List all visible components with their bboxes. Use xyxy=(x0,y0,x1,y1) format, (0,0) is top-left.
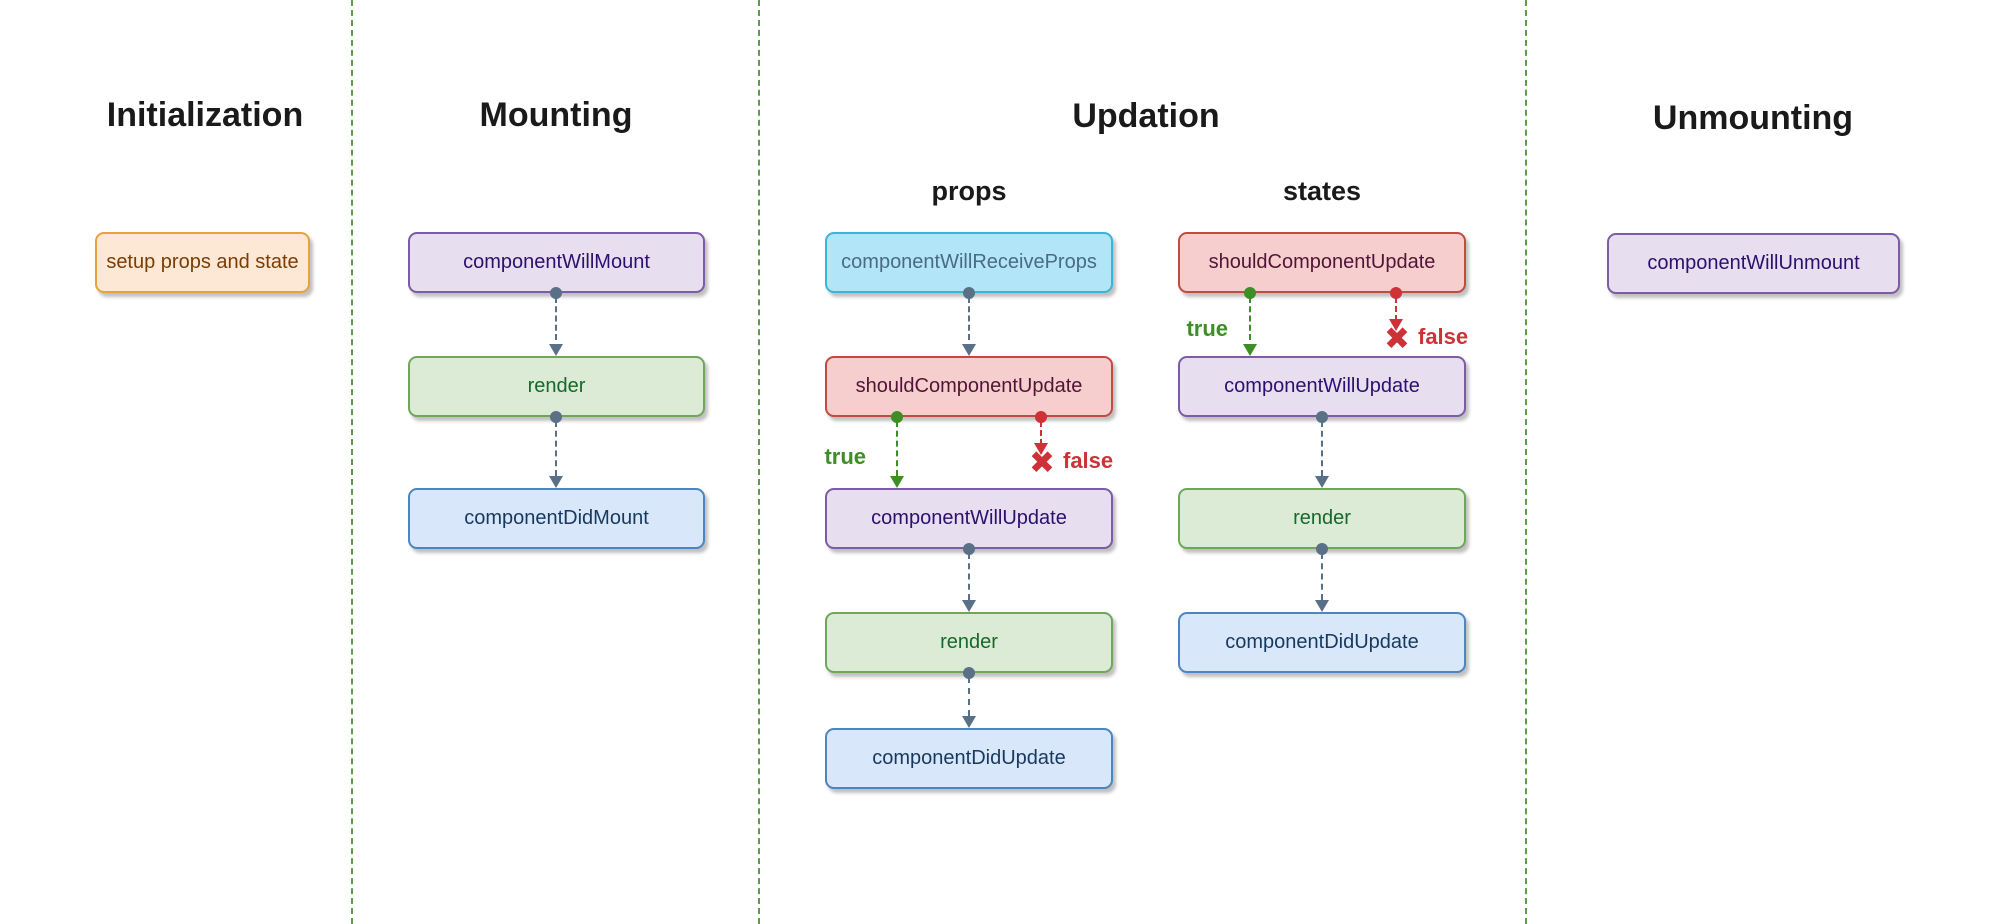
connector-line xyxy=(968,297,970,340)
section-title-mounting: Mounting xyxy=(479,96,633,134)
false-branch-label: false xyxy=(1063,448,1114,473)
true-branch-label: true xyxy=(1186,316,1228,341)
node-setup-props-and-state: setup props and state xyxy=(95,232,310,293)
node-component-did-mount: componentDidMount xyxy=(408,488,705,549)
arrowhead-icon xyxy=(962,344,976,356)
false-branch-dot xyxy=(1035,411,1047,423)
arrowhead-icon xyxy=(1034,443,1048,455)
connector-start-dot xyxy=(963,667,975,679)
true-branch-dot xyxy=(1244,287,1256,299)
arrowhead-icon xyxy=(890,476,904,488)
arrowhead-icon xyxy=(1243,344,1257,356)
section-title-initialization: Initialization xyxy=(106,96,304,134)
false-branch-line xyxy=(1040,421,1042,445)
node-render-props: render xyxy=(825,612,1113,673)
node-should-component-update-states: shouldComponentUpdate xyxy=(1178,232,1466,293)
node-component-did-update-props: componentDidUpdate xyxy=(825,728,1113,789)
false-x-icon: ✖ xyxy=(1029,445,1055,480)
node-component-will-receive-props: componentWillReceiveProps xyxy=(825,232,1113,293)
arrowhead-icon xyxy=(962,716,976,728)
false-branch-label: false xyxy=(1418,324,1469,349)
connector-line xyxy=(555,297,557,340)
section-title-unmounting: Unmounting xyxy=(1652,99,1854,137)
true-branch-line xyxy=(896,421,898,476)
false-branch-line xyxy=(1395,297,1397,321)
section-divider xyxy=(758,0,760,924)
node-render-states: render xyxy=(1178,488,1466,549)
node-component-will-mount: componentWillMount xyxy=(408,232,705,293)
subcolumn-title-props: props xyxy=(931,176,1007,206)
connector-start-dot xyxy=(550,287,562,299)
true-branch-label: true xyxy=(824,444,866,469)
connector-start-dot xyxy=(1316,543,1328,555)
arrowhead-icon xyxy=(962,600,976,612)
connector-start-dot xyxy=(963,543,975,555)
arrowhead-icon xyxy=(549,476,563,488)
connector-line xyxy=(555,421,557,476)
node-component-will-unmount: componentWillUnmount xyxy=(1607,233,1900,294)
arrowhead-icon xyxy=(1315,476,1329,488)
node-component-will-update-props: componentWillUpdate xyxy=(825,488,1113,549)
connector-line xyxy=(968,553,970,600)
connector-line xyxy=(1321,553,1323,600)
connector-line xyxy=(968,677,970,716)
connector-start-dot xyxy=(1316,411,1328,423)
node-component-will-update-states: componentWillUpdate xyxy=(1178,356,1466,417)
connector-line xyxy=(1321,421,1323,476)
node-render-mounting: render xyxy=(408,356,705,417)
section-divider xyxy=(1525,0,1527,924)
connector-start-dot xyxy=(963,287,975,299)
false-branch-dot xyxy=(1390,287,1402,299)
arrowhead-icon xyxy=(1389,319,1403,331)
subcolumn-title-states: states xyxy=(1282,176,1362,206)
node-component-did-update-states: componentDidUpdate xyxy=(1178,612,1466,673)
arrowhead-icon xyxy=(549,344,563,356)
false-x-icon: ✖ xyxy=(1384,321,1410,356)
section-divider xyxy=(351,0,353,924)
section-title-updation: Updation xyxy=(1072,97,1220,135)
node-should-component-update-props: shouldComponentUpdate xyxy=(825,356,1113,417)
connector-start-dot xyxy=(550,411,562,423)
arrowhead-icon xyxy=(1315,600,1329,612)
true-branch-line xyxy=(1249,297,1251,340)
true-branch-dot xyxy=(891,411,903,423)
